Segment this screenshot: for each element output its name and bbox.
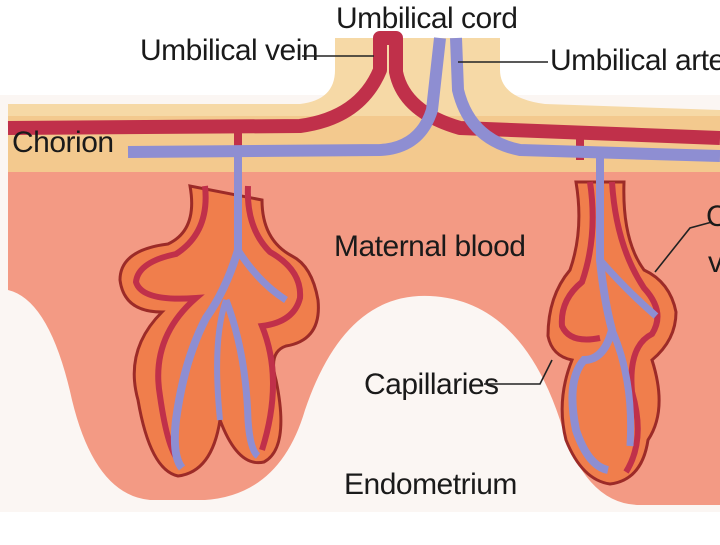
label-cut-line1: C: [706, 200, 720, 233]
left-villus-artery: [170, 150, 242, 471]
label-cut-line2: v: [708, 246, 720, 279]
label-umbilical-vein: Umbilical vein: [140, 34, 318, 67]
left-villus-vein-2: [244, 185, 304, 451]
label-endometrium: Endometrium: [344, 468, 517, 501]
right-villus-artery-branch-2: [597, 257, 659, 319]
umbilical-artery-right: [450, 37, 720, 162]
right-villus-artery: [568, 150, 617, 474]
label-umbilical-cord: Umbilical cord: [336, 2, 517, 35]
capillaries-leader: [484, 359, 553, 385]
umbilical-cord-shape: [8, 38, 720, 122]
label-umbilical-artery: Umbilical artery: [550, 44, 720, 77]
bottom-margin: [0, 512, 720, 540]
label-capillaries: Capillaries: [364, 368, 499, 401]
left-villus: [118, 150, 320, 478]
left-villus-artery-branch: [235, 248, 288, 303]
left-villus-artery-branch-2: [222, 298, 261, 459]
left-villus-artery-branch-3: [214, 299, 229, 421]
umbilical-artery-left: [127, 37, 446, 158]
label-maternal-blood: Maternal blood: [334, 230, 525, 263]
right-villus-artery-branch: [608, 328, 635, 447]
left-villus-vein: [132, 185, 209, 465]
cut-label-leader: [654, 221, 713, 273]
right-villus-vein: [558, 181, 601, 343]
right-villus-vein-2: [609, 181, 661, 474]
right-villus: [546, 150, 678, 486]
label-chorion: Chorion: [12, 126, 114, 159]
